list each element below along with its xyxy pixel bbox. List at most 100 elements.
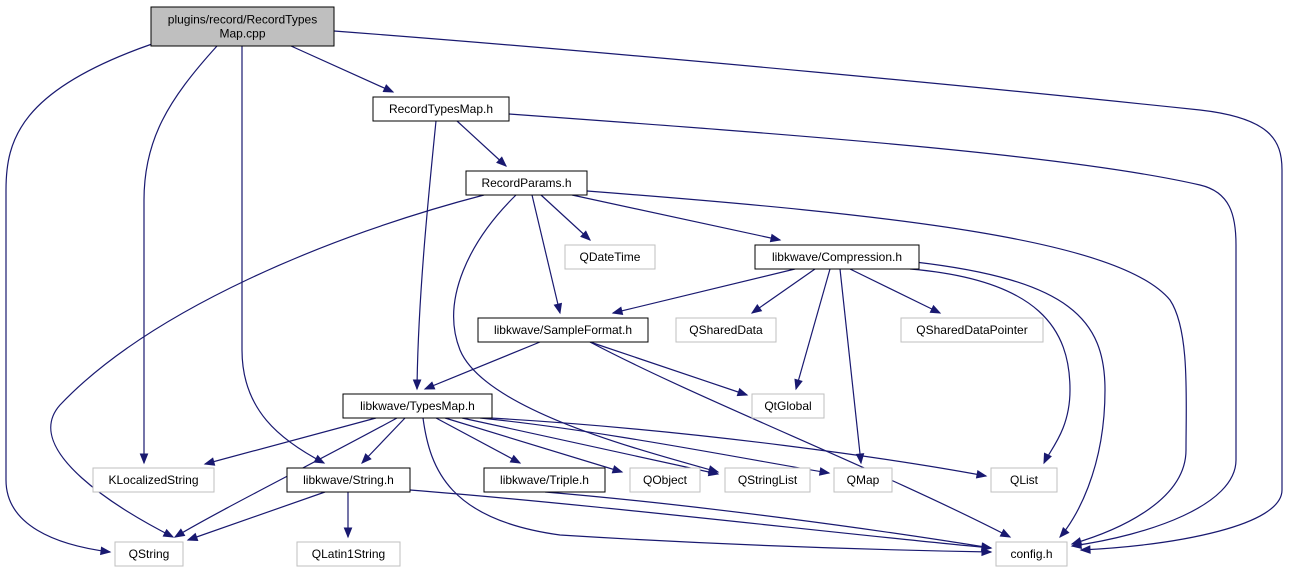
edge-tm-to-tri — [435, 417, 522, 464]
edge-str-to-config — [409, 489, 993, 552]
arrow-head — [382, 84, 395, 93]
node-box — [477, 317, 649, 343]
arrow-head — [611, 465, 624, 474]
arrow-head — [496, 156, 507, 167]
node-box — [564, 244, 656, 270]
node-label: QSharedDataPointer — [916, 323, 1027, 337]
edge-comp-to-qtg — [794, 268, 831, 391]
edge-rtm-to-tm — [412, 120, 437, 391]
node-label: RecordParams.h — [481, 176, 571, 190]
edge-line — [531, 194, 561, 314]
edge-line — [489, 417, 987, 477]
node-box — [483, 467, 606, 493]
arrow-head — [611, 306, 624, 315]
node-tri[interactable]: libkwave/Triple.h — [483, 467, 606, 493]
edge-line — [461, 417, 719, 475]
edge-line — [143, 45, 218, 463]
node-box — [754, 244, 920, 270]
node-label: libkwave/Triple.h — [500, 473, 589, 487]
edge-str-to-ql1s — [343, 492, 353, 539]
node-box — [372, 96, 510, 122]
node-qtg: QtGlobal — [751, 393, 825, 419]
arrow-head — [553, 302, 563, 315]
edge-line — [544, 491, 992, 549]
edge-line — [914, 261, 1106, 538]
edge-str-to-qstring — [186, 491, 326, 541]
node-label: QString — [129, 547, 170, 561]
edge-line — [50, 194, 485, 538]
edge-comp-to-qmap — [839, 268, 865, 465]
edge-line — [589, 341, 1011, 538]
edge-line — [416, 120, 437, 390]
edge-line — [586, 190, 1187, 545]
node-sf[interactable]: libkwave/SampleFormat.h — [477, 317, 649, 343]
edge-line — [795, 268, 831, 390]
arrow-head — [736, 387, 749, 397]
edge-comp-to-config — [914, 261, 1106, 539]
node-kls: KLocalizedString — [92, 467, 215, 493]
edge-line — [540, 194, 591, 241]
arrow-head — [975, 469, 988, 479]
edge-line — [187, 491, 326, 541]
edge-root-to-rtm — [290, 45, 395, 93]
node-box — [833, 467, 893, 493]
node-box — [286, 467, 411, 493]
edge-tm-to-qlist — [489, 417, 988, 479]
edge-comp-to-sf — [611, 268, 796, 315]
arrow-head — [1070, 537, 1083, 546]
node-label: config.h — [1010, 547, 1052, 561]
arrow-head — [1079, 545, 1091, 554]
node-root[interactable]: plugins/record/RecordTypesMap.cpp — [150, 6, 335, 47]
node-label: libkwave/SampleFormat.h — [494, 323, 632, 337]
edge-line — [361, 417, 406, 464]
edge-tm-to-qsl — [461, 417, 720, 477]
node-qsdp: QSharedDataPointer — [900, 317, 1044, 343]
edge-line — [456, 120, 507, 167]
node-label: libkwave/String.h — [303, 473, 394, 487]
edge-rp-to-comp — [571, 194, 782, 243]
node-label: Map.cpp — [219, 27, 265, 41]
edge-root-to-kls — [139, 45, 218, 465]
edge-rp-to-config — [586, 190, 1187, 546]
node-label: QMap — [847, 473, 880, 487]
edge-sf-to-tm — [423, 341, 541, 390]
node-rtm[interactable]: RecordTypesMap.h — [372, 96, 510, 122]
node-box — [900, 317, 1044, 343]
arrow-head — [929, 304, 942, 314]
edge-line — [839, 268, 862, 464]
edge-root-to-config — [333, 30, 1283, 554]
node-label: plugins/record/RecordTypes — [168, 13, 317, 27]
node-tm[interactable]: libkwave/TypesMap.h — [342, 393, 493, 419]
edge-line — [333, 30, 1283, 551]
edge-line — [444, 417, 623, 473]
arrow-head — [999, 528, 1012, 538]
node-rp[interactable]: RecordParams.h — [465, 170, 588, 196]
node-str[interactable]: libkwave/String.h — [286, 467, 411, 493]
node-qmap: QMap — [833, 467, 893, 493]
edge-comp-to-qlist — [909, 268, 1071, 465]
edge-line — [479, 417, 830, 474]
node-box — [92, 467, 215, 493]
arrow-head — [343, 527, 353, 539]
node-label: libkwave/Compression.h — [772, 250, 902, 264]
node-box — [990, 467, 1058, 493]
node-label: QLatin1String — [312, 547, 385, 561]
arrow-head — [707, 467, 720, 477]
arrow-head — [794, 378, 803, 391]
arrow-head — [412, 379, 422, 391]
edge-rtm-to-rp — [456, 120, 507, 167]
node-ql1s: QLatin1String — [296, 541, 401, 567]
edge-line — [849, 268, 941, 314]
edge-tm-to-qobj — [444, 417, 624, 474]
node-comp[interactable]: libkwave/Compression.h — [754, 244, 920, 270]
edge-root-to-qstring — [5, 43, 153, 556]
node-label: QSharedData — [689, 323, 763, 337]
nodes-layer: plugins/record/RecordTypesMap.cppRecordT… — [92, 6, 1068, 567]
edge-tri-to-config — [544, 491, 993, 551]
edge-rp-to-qdt — [540, 194, 591, 241]
arrow-head — [203, 457, 216, 466]
edge-tm-to-str — [361, 417, 406, 464]
node-box — [150, 6, 335, 47]
node-box — [724, 467, 811, 493]
